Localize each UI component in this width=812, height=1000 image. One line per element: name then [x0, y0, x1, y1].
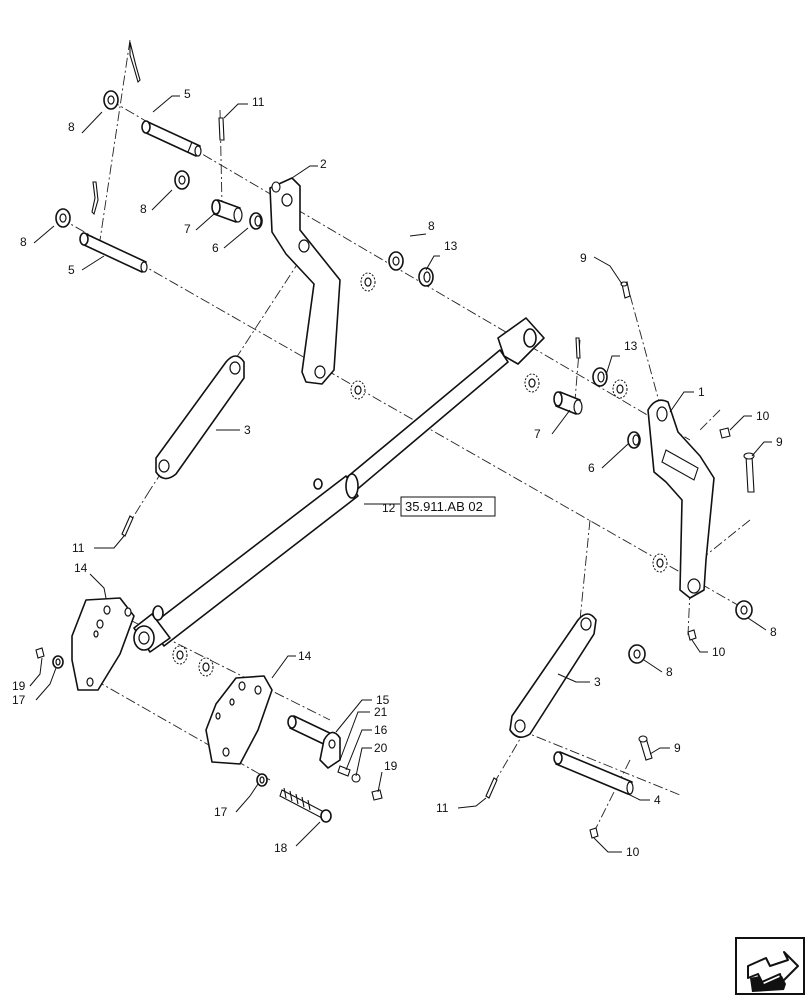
callout-19-b: 19 [384, 759, 398, 773]
callout-5-a: 5 [184, 87, 191, 101]
washer-17-a [52, 655, 64, 669]
callout-2: 2 [320, 157, 327, 171]
washer-8-e [735, 600, 753, 620]
callout-17-b: 17 [214, 805, 228, 819]
bushing-6-a [249, 212, 263, 230]
callout-13-b: 13 [624, 339, 638, 353]
bushing-7-b [553, 391, 583, 415]
cotter-pin-11-d [485, 777, 498, 799]
reference-link-text[interactable]: 35.911.AB 02 [405, 499, 483, 514]
washer-8-f [628, 644, 646, 664]
toothed-washer-c [524, 373, 540, 393]
washer-8-b [174, 170, 190, 190]
washer-8-d [388, 251, 404, 271]
link-3-right [509, 613, 597, 738]
nut-10-c [589, 827, 599, 839]
pin-5-upper [141, 120, 202, 157]
leader-lines [29, 95, 772, 853]
callout-7-a: 7 [184, 222, 191, 236]
pin-4 [553, 751, 634, 795]
callout-3-a: 3 [244, 423, 251, 437]
bracket-14-a [71, 597, 135, 691]
callout-4: 4 [654, 793, 661, 807]
callout-14-a: 14 [74, 561, 88, 575]
callout-11-a: 11 [252, 95, 265, 109]
assembly-axes [59, 39, 751, 831]
toothed-washer-b [350, 380, 366, 400]
nut-19-b [371, 789, 383, 801]
callout-7-b: 7 [534, 427, 541, 441]
bolt-9-a [620, 281, 631, 299]
bushing-13-a [418, 267, 434, 287]
callout-6-b: 6 [588, 461, 595, 475]
toothed-washer-e [652, 553, 668, 573]
cotter-pin-7b [575, 337, 581, 359]
callout-8-c: 8 [20, 235, 27, 249]
washer-17-b [256, 773, 268, 787]
callout-labels: 5 8 11 2 8 7 6 8 5 8 13 9 13 1 10 3 7 9 … [12, 87, 783, 859]
toothed-washer-f [172, 645, 188, 665]
callout-21: 21 [374, 705, 388, 719]
toothed-washer-d [612, 379, 628, 399]
callout-18: 18 [274, 841, 288, 855]
callout-1: 1 [698, 385, 705, 399]
callout-16: 16 [374, 723, 388, 737]
callout-12: 12 [382, 501, 396, 515]
callout-11-b: 11 [72, 541, 85, 555]
callout-13-a: 13 [444, 239, 458, 253]
bracket-14-b [205, 675, 273, 765]
cotter-pin-11-b [218, 117, 225, 141]
nut-10-a [719, 427, 731, 439]
plate-21 [319, 731, 341, 769]
washer-8-a [103, 90, 119, 110]
callout-3-b: 3 [594, 675, 601, 689]
reference-link-box[interactable]: 35.911.AB 02 [400, 496, 496, 517]
nut-10-b [687, 629, 697, 641]
toothed-washer-g [198, 657, 214, 677]
callout-10-a: 10 [756, 409, 770, 423]
bushing-7-a [211, 199, 243, 223]
bushing-13-b [592, 367, 608, 387]
arm-2 [269, 177, 341, 385]
callout-15: 15 [376, 693, 390, 707]
next-page-arrow-icon[interactable] [735, 937, 805, 995]
callout-8-e: 8 [770, 625, 777, 639]
callout-8-b: 8 [140, 202, 147, 216]
cylinder-12 [133, 317, 545, 653]
bolt-9-c [638, 735, 653, 761]
link-3-left [155, 355, 245, 480]
callout-8-f: 8 [666, 665, 673, 679]
callout-20: 20 [374, 741, 388, 755]
bolt-18 [279, 787, 332, 823]
callout-9-c: 9 [674, 741, 681, 755]
callout-11-c: 11 [436, 801, 449, 815]
arm-1 [647, 399, 715, 599]
callout-19-a: 19 [12, 679, 26, 693]
cotter-pin-11-c [121, 515, 134, 537]
callout-10-b: 10 [712, 645, 726, 659]
bolt-16 [337, 765, 351, 777]
washer-8-c [55, 208, 71, 228]
callout-14-b: 14 [298, 649, 312, 663]
callout-10-c: 10 [626, 845, 640, 859]
cotter-pin-11-a [129, 41, 141, 84]
pin-5-lower [79, 232, 148, 273]
callout-5-b: 5 [68, 263, 75, 277]
callout-6-a: 6 [212, 241, 219, 255]
callout-17-a: 17 [12, 693, 26, 707]
bolt-9-b [743, 452, 755, 493]
callout-8-a: 8 [68, 120, 75, 134]
nut-19-a [35, 647, 45, 659]
cotter-pin-5b [91, 181, 99, 216]
callout-9-b: 9 [776, 435, 783, 449]
callout-9-a: 9 [580, 251, 587, 265]
bushing-6-b [627, 431, 641, 449]
toothed-washer-a [360, 272, 376, 292]
callout-8-d: 8 [428, 219, 435, 233]
